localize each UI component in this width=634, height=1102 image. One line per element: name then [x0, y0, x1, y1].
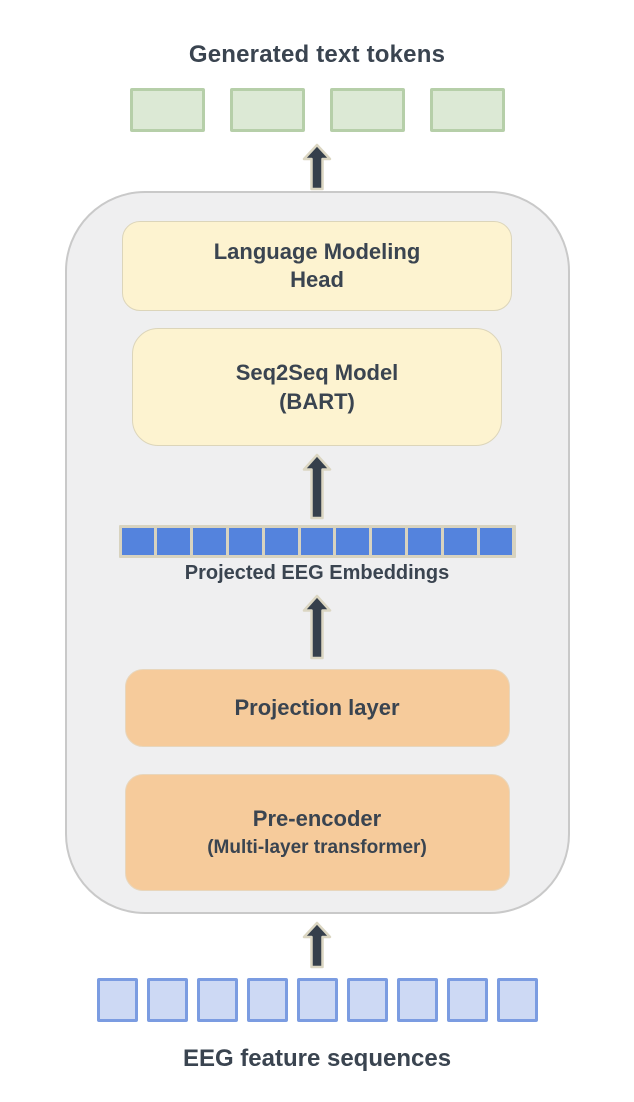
- embedding-cell: [372, 528, 405, 555]
- pre-encoder-block: Pre-encoder (Multi-layer transformer): [124, 774, 510, 891]
- block-label-line: (Multi-layer transformer): [207, 836, 427, 858]
- seq2seq-model-block: Seq2Seq Model (BART): [132, 328, 502, 446]
- projection-layer-block: Projection layer: [124, 669, 510, 747]
- eeg-feature-square: [296, 978, 338, 1022]
- eeg-feature-square: [146, 978, 188, 1022]
- embedding-cell: [157, 528, 191, 555]
- embedding-cell: [443, 528, 477, 555]
- eeg-feature-square: [96, 978, 138, 1022]
- eeg-feature-label: EEG feature sequences: [182, 1045, 452, 1072]
- block-label-line: Seq2Seq Model: [235, 360, 399, 385]
- up-arrow-icon: [302, 594, 332, 660]
- block-label-line: Pre-encoder: [252, 805, 382, 831]
- projected-embeddings-bar: [118, 525, 516, 558]
- language-modeling-head-block: Language Modeling Head: [122, 221, 512, 311]
- generated-token-box: [229, 88, 305, 132]
- generated-tokens-row: [129, 88, 505, 132]
- embedding-cell: [228, 528, 262, 555]
- generated-token-box: [329, 88, 405, 132]
- generated-token-box: [429, 88, 505, 132]
- embedding-cell: [336, 528, 370, 555]
- eeg-feature-square: [196, 978, 238, 1022]
- embedding-cell: [193, 528, 226, 555]
- block-label-line: Head: [290, 267, 344, 292]
- embedding-cell: [300, 528, 334, 555]
- eeg-feature-square: [446, 978, 488, 1022]
- model-panel: Language Modeling Head Seq2Seq Model (BA…: [64, 191, 570, 914]
- embedding-cell: [264, 528, 298, 555]
- embedding-cell: [479, 528, 513, 555]
- up-arrow-icon: [302, 921, 332, 969]
- block-label-line: Language Modeling: [213, 239, 421, 264]
- eeg-feature-square: [346, 978, 388, 1022]
- block-label-line: (BART): [279, 389, 355, 414]
- eeg-feature-row: [96, 978, 538, 1022]
- up-arrow-icon: [302, 453, 332, 520]
- embedding-cell: [408, 528, 441, 555]
- up-arrow-icon: [302, 143, 332, 191]
- generated-token-box: [129, 88, 205, 132]
- generated-tokens-label: Generated text tokens: [188, 41, 446, 68]
- eeg-feature-square: [396, 978, 438, 1022]
- projected-embeddings-label: Projected EEG Embeddings: [184, 562, 450, 584]
- eeg-feature-square: [246, 978, 288, 1022]
- block-label-line: Projection layer: [234, 695, 400, 720]
- embedding-cell: [121, 528, 155, 555]
- eeg-feature-square: [496, 978, 538, 1022]
